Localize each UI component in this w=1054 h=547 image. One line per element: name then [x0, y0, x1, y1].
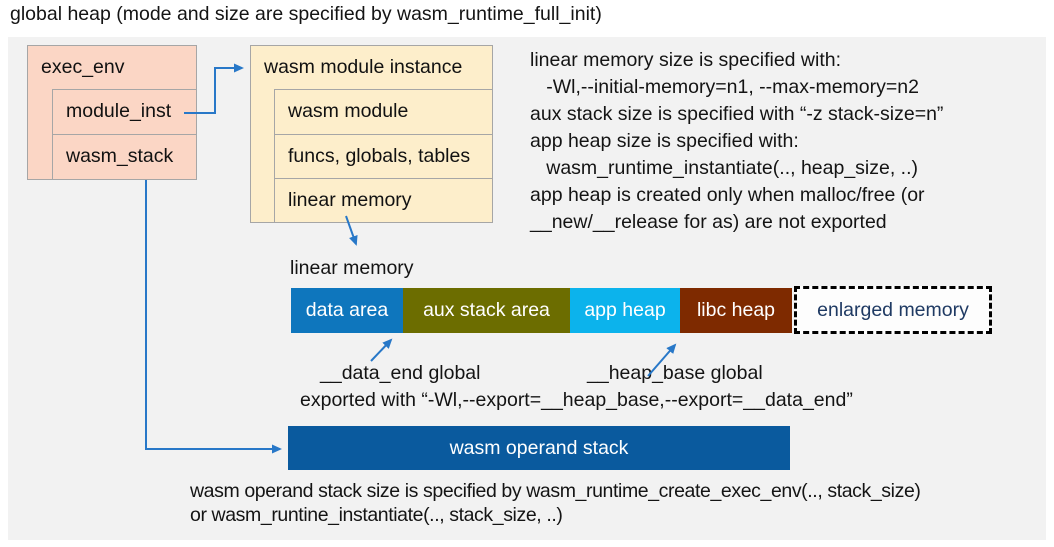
data-end-global-label: __data_end global: [320, 362, 481, 384]
diagram-title: global heap (mode and size are specified…: [10, 3, 602, 25]
module-instance-row-funcs-globals-tables: funcs, globals, tables: [274, 134, 493, 179]
segment-data-area: data area: [291, 288, 403, 333]
segment-libc-heap: libc heap: [680, 288, 792, 333]
segment-aux-stack-area: aux stack area: [403, 288, 570, 333]
note-line: linear memory size is specified with:: [530, 49, 842, 71]
exec-env-row-wasm-stack: wasm_stack: [52, 134, 197, 180]
module-instance-row-linear-memory: linear memory: [274, 178, 493, 223]
note-line: aux stack size is specified with “-z sta…: [530, 103, 944, 125]
segment-app-heap: app heap: [570, 288, 680, 333]
note-line: app heap size is specified with:: [530, 130, 799, 152]
module-instance-title: wasm module instance: [264, 56, 463, 78]
exec-env-row-module-inst: module_inst: [52, 89, 197, 135]
wasm-operand-stack-bar: wasm operand stack: [288, 426, 790, 470]
module-inst-label: module_inst: [66, 100, 172, 122]
note-line: wasm_runtime_instantiate(.., heap_size, …: [530, 157, 919, 179]
heap-base-global-label: __heap_base global: [587, 362, 763, 384]
note-line: -Wl,--initial-memory=n1, --max-memory=n2: [530, 76, 919, 98]
note-line: app heap is created only when malloc/fre…: [530, 184, 925, 206]
size-notes-block: linear memory size is specified with: -W…: [530, 47, 943, 236]
segment-enlarged-memory: enlarged memory: [794, 286, 992, 334]
exec-env-box: exec_env: [27, 45, 197, 180]
linear-memory-row-label: linear memory: [288, 189, 412, 211]
wasm-stack-label: wasm_stack: [66, 145, 174, 167]
funcs-globals-tables-label: funcs, globals, tables: [288, 145, 471, 167]
module-instance-row-wasm-module: wasm module: [274, 89, 493, 135]
exec-env-title: exec_env: [41, 56, 125, 78]
linear-memory-caption: linear memory: [290, 257, 414, 279]
operand-stack-note-line1: wasm operand stack size is specified by …: [190, 480, 921, 502]
wasm-module-label: wasm module: [288, 100, 409, 122]
note-line: __new/__release for as) are not exported: [530, 211, 887, 233]
exported-with-label: exported with “-Wl,--export=__heap_base,…: [300, 389, 853, 411]
operand-stack-note-line2: or wasm_runtine_instantiate(.., stack_si…: [190, 504, 563, 526]
